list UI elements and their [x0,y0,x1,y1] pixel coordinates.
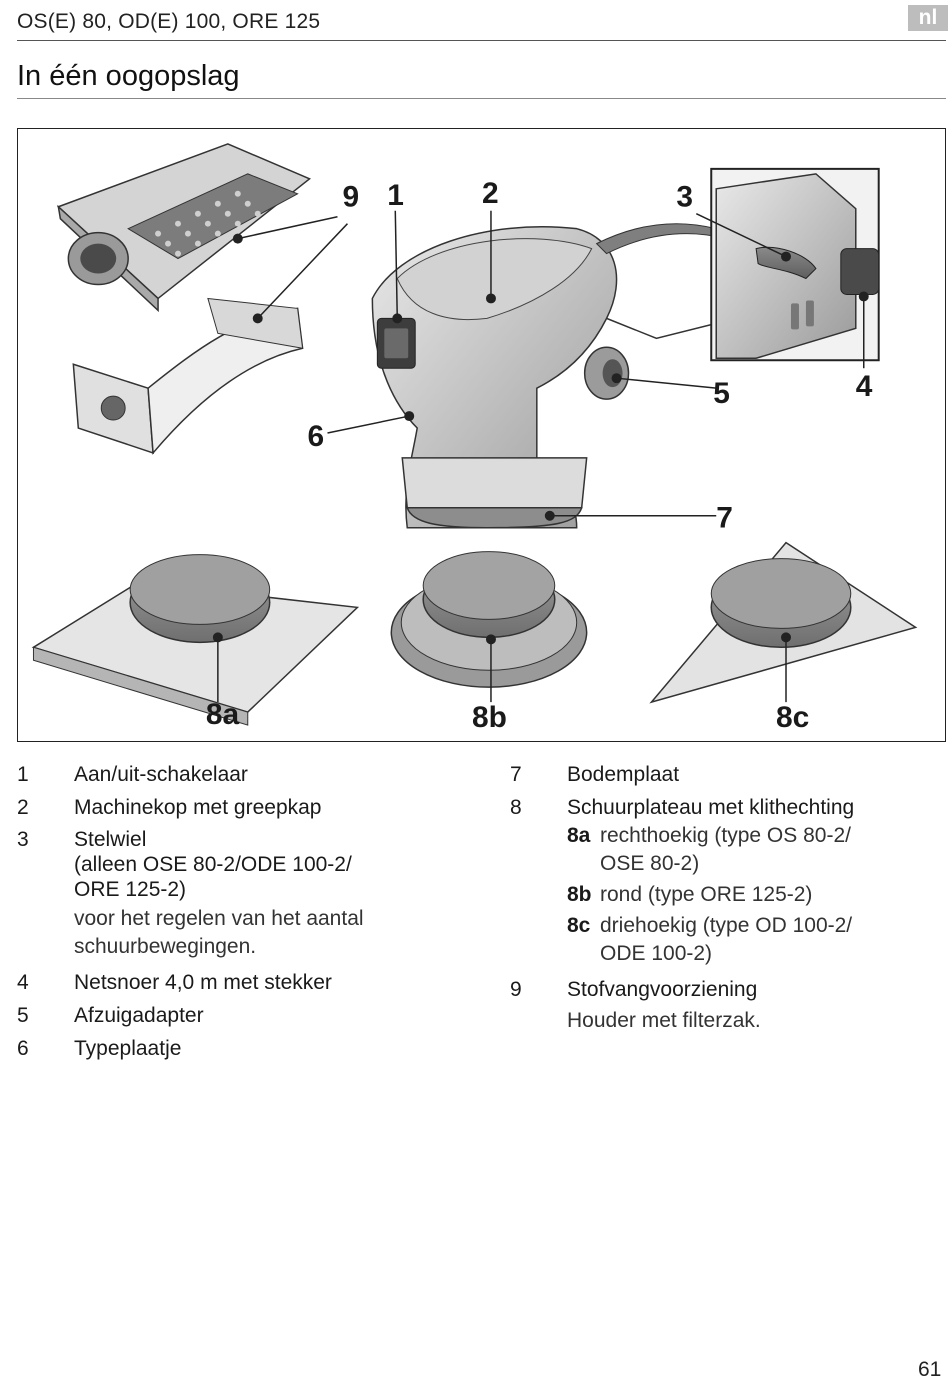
language-badge: nl [908,5,948,31]
legend-description: Houder met filterzak. [567,1009,761,1032]
legend-number: 9 [510,978,522,1001]
pad-rectangular-drawing [31,554,360,726]
legend-sub-number: 8c [567,914,591,937]
legend-number: 2 [17,796,29,819]
callout-7: 7 [716,502,733,535]
legend-label-continued: ORE 125-2) [74,878,187,901]
callout-3: 3 [676,181,693,214]
legend-label: Afzuigadapter [74,1004,204,1027]
page-number: 61 [918,1358,942,1381]
legend-label: Bodemplaat [567,763,680,786]
page-title: In één oogopslag [17,60,240,92]
legend-number: 5 [17,1004,29,1027]
leader-lines [217,210,865,703]
legend-number: 1 [17,763,29,786]
sander-exploded-view: 9 1 2 3 4 5 6 7 8a 8b 8c [31,143,918,734]
legend-number: 4 [17,971,29,994]
callout-8b: 8b [472,701,507,734]
legend-number: 7 [510,763,522,786]
legend-description: schuurbewegingen. [74,935,257,958]
legend-sub-number: 8a [567,824,591,847]
header-divider [17,40,946,41]
legend-description: voor het regelen van het aantal [74,907,364,930]
legend-sub-text: ODE 100-2) [600,942,713,965]
filter-bag-drawing [72,297,304,455]
legend-sub-text: rond (type ORE 125-2) [600,883,813,906]
product-illustration: 9 1 2 3 4 5 6 7 8a 8b 8c [17,128,946,742]
detail-inset [710,167,880,362]
pad-round-drawing [390,551,588,688]
legend-sub-text: driehoekig (type OD 100-2/ [600,914,853,937]
title-divider [17,98,946,99]
legend-label: Netsnoer 4,0 m met stekker [74,971,332,994]
callout-6: 6 [308,420,325,453]
legend-label: Machinekop met greepkap [74,796,322,819]
legend-number: 6 [17,1037,29,1060]
callout-8c: 8c [776,701,809,734]
legend-label: Stofvangvoorziening [567,978,758,1001]
legend-sub-text: rechthoekig (type OS 80-2/ [600,824,851,847]
callout-2: 2 [482,177,499,210]
legend-number: 3 [17,828,29,851]
callout-9: 9 [342,181,359,214]
legend-label: Aan/uit-schakelaar [74,763,248,786]
leader-dots [212,233,869,645]
callout-4: 4 [856,370,873,403]
pad-triangular-drawing [649,541,918,704]
running-title: OS(E) 80, OD(E) 100, ORE 125 [17,10,321,33]
dust-box-drawing [56,143,312,313]
legend-label-continued: (alleen OSE 80-2/ODE 100-2/ [74,853,352,876]
callout-1: 1 [387,179,404,212]
sander-body-drawing [371,223,728,529]
legend-label: Schuurplateau met klithechting [567,796,855,819]
legend-label: Typeplaatje [74,1037,182,1060]
legend-sub-text: OSE 80-2) [600,852,700,875]
legend-sub-number: 8b [567,883,592,906]
legend-number: 8 [510,796,522,819]
callout-5: 5 [713,377,730,410]
callout-8a: 8a [206,698,240,731]
legend-label: Stelwiel [74,828,147,851]
